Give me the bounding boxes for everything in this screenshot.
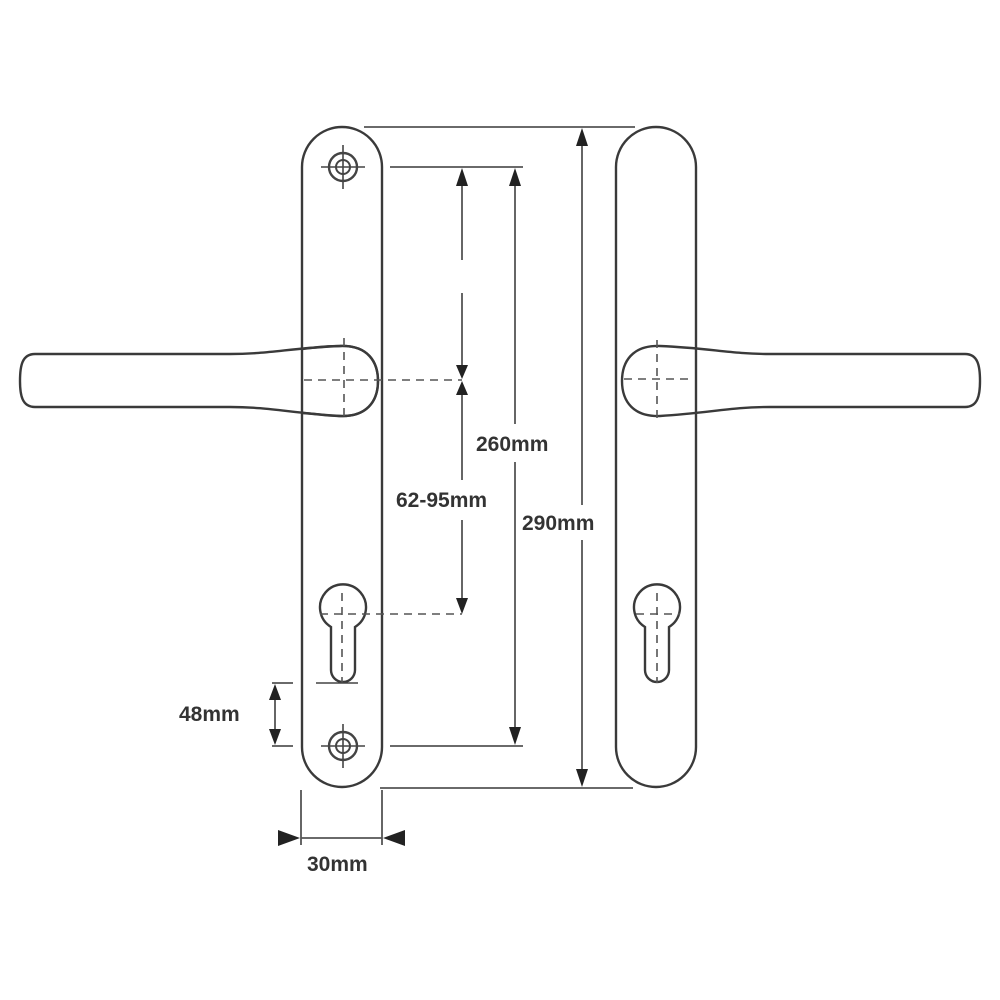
dimension-label-48: 48mm [179, 703, 240, 726]
dimension-62-95mm: 62-95mm [396, 381, 487, 614]
dimension-260mm: 260mm [476, 168, 548, 745]
dimension-label-30: 30mm [307, 853, 368, 876]
dimension-290mm: 290mm [522, 128, 594, 787]
dimension-30mm: 30mm [278, 790, 405, 876]
right-cylinder-keyhole [632, 583, 682, 684]
dimension-48mm: 48mm [179, 682, 293, 747]
dimension-label-260: 260mm [476, 433, 548, 456]
dimension-screw-to-spindle [456, 168, 468, 379]
left-cylinder-keyhole [318, 583, 368, 684]
dimension-label-290: 290mm [522, 512, 594, 535]
left-handle-assembly [18, 125, 462, 789]
right-backplate [614, 125, 698, 789]
right-lever [620, 344, 982, 418]
top-screw-icon [321, 145, 365, 189]
left-backplate [300, 125, 384, 789]
bottom-screw-icon [321, 724, 365, 768]
left-lever [18, 344, 380, 418]
dimension-label-62-95: 62-95mm [396, 489, 487, 512]
right-handle-assembly [614, 125, 982, 789]
